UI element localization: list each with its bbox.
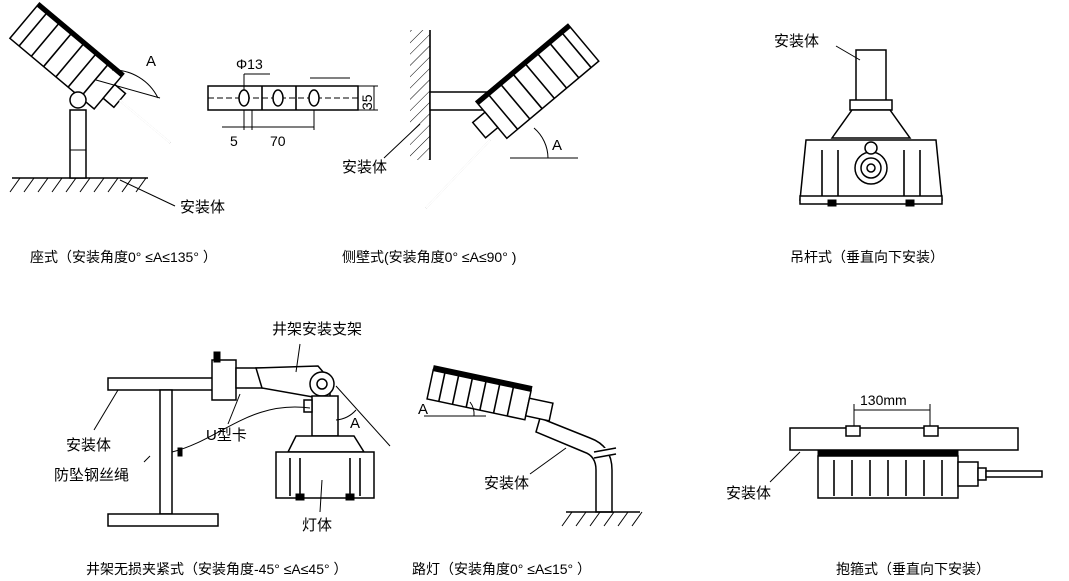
hoop-mount-body-label: 安装体 [726,485,771,502]
derrick-bracket-label: 井架安装支架 [272,321,362,338]
side-wall-mount-body-label: 安装体 [342,159,387,176]
dim-130mm-label: 130mm [860,392,907,408]
derrick-angle-label: A [350,415,360,432]
caption-seat: 座式（安装角度0° ≤A≤135° ） [30,249,217,265]
caption-derrick: 井架无损夹紧式（安装角度-45° ≤A≤45° ） [86,561,348,577]
seat-mount-body-label: 安装体 [180,199,225,216]
street-mount-body-label: 安装体 [484,475,529,492]
pendant-mount-body-label: 安装体 [774,33,819,50]
bracket-dimension-figure: Φ13 35 5 70 [207,56,378,149]
seat-mount-figure: A 安装体 [8,1,225,216]
phi13-label: Φ13 [236,56,263,72]
caption-street: 路灯（安装角度0° ≤A≤15° ） [412,561,591,577]
dim-70-label: 70 [270,133,286,149]
street-light-figure: A 安装体 [418,365,643,527]
side-wall-angle-label: A [552,137,562,154]
dim-35-label: 35 [359,94,375,110]
pendant-figure: 安装体 [774,33,943,207]
street-angle-label: A [418,401,428,418]
derrick-clamp-figure: A 井架安装支架 U型卡 安装体 防坠钢丝绳 灯体 [54,321,391,534]
caption-hoop: 抱箍式（垂直向下安装） [836,561,990,577]
seat-angle-label: A [146,53,156,70]
hoop-figure: 130mm 安装体 [726,392,1043,502]
lamp-body-label: 灯体 [302,517,332,534]
caption-pendant: 吊杆式（垂直向下安装） [790,249,944,265]
safety-rope-label: 防坠钢丝绳 [54,467,129,484]
dim-5-label: 5 [230,133,238,149]
derrick-mount-body-label: 安装体 [66,437,111,454]
caption-side-wall: 侧壁式(安装角度0° ≤A≤90° ) [342,249,516,265]
u-clamp-label: U型卡 [206,427,247,444]
side-wall-figure: A 安装体 [342,23,600,209]
